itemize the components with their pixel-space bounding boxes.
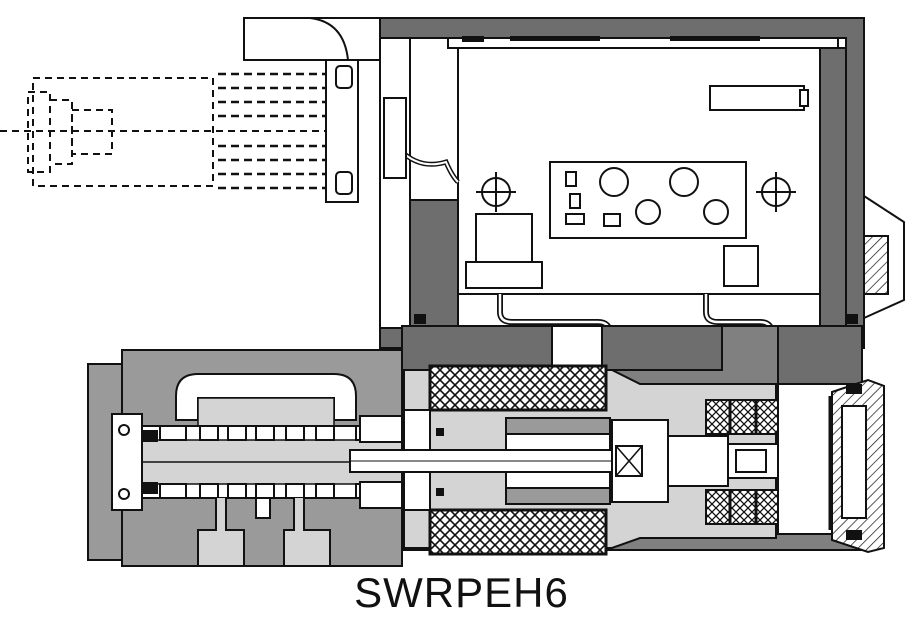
phantom-connector [0, 72, 360, 190]
electronics-housing [379, 17, 905, 390]
figure-caption: SWRPEH6 [354, 569, 569, 616]
valve-body [87, 349, 409, 567]
solenoid [349, 325, 885, 556]
